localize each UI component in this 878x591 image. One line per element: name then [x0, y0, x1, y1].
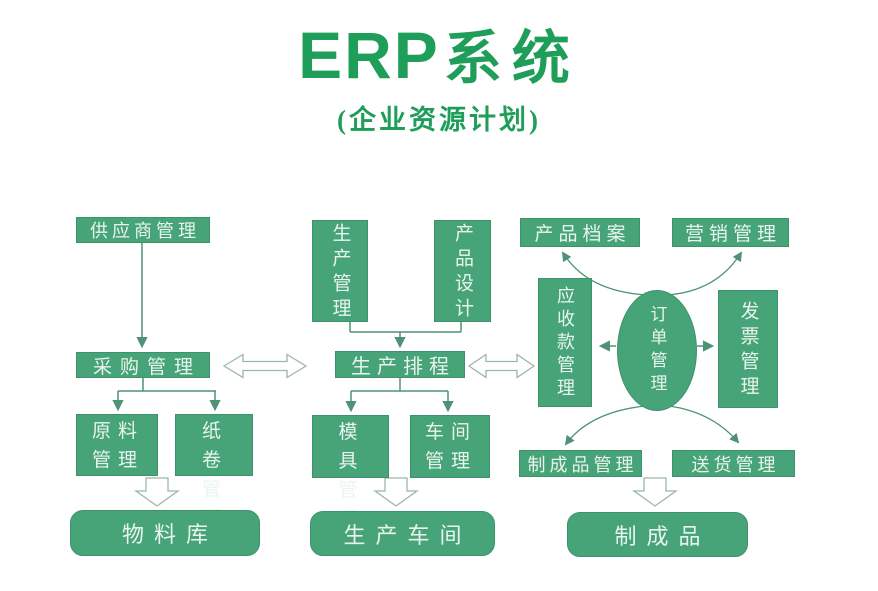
node-supplier-management: 供应商管理	[76, 217, 210, 243]
hollow-arrow-to-production-workshop	[372, 477, 420, 507]
connector-production-join	[349, 322, 462, 349]
node-production-scheduling: 生产排程	[335, 351, 465, 378]
node-finished-goods-management: 制成品管理	[519, 450, 642, 477]
node-workshop-management: 车间管理	[410, 415, 490, 478]
hollow-arrow-to-material-warehouse	[133, 477, 181, 507]
node-delivery-management: 送货管理	[672, 450, 795, 477]
curve-order-to-marketing	[665, 251, 743, 296]
curve-order-to-finished-goods-mgmt	[564, 405, 646, 446]
node-invoice-management: 发票管理	[718, 290, 778, 408]
node-receivables-management: 应收款管理	[538, 278, 592, 407]
node-production-management: 生产管理	[312, 220, 368, 323]
hollow-arrow-to-finished-goods	[631, 477, 679, 507]
node-product-archive: 产品档案	[520, 218, 640, 247]
node-purchasing-management: 采购管理	[76, 352, 210, 378]
node-product-design: 产品设计	[434, 220, 491, 323]
title-latin: ERP	[298, 18, 440, 92]
connector-scheduling-split	[345, 378, 454, 413]
curve-order-to-product-archive	[561, 251, 649, 296]
double-arrow-scheduling-receivables	[467, 353, 536, 379]
title-cjk: 系统	[443, 26, 580, 91]
node-mold-management: 模具管理	[312, 415, 389, 530]
node-order-management: 订单管理	[617, 290, 697, 411]
node-marketing-management: 营销管理	[672, 218, 789, 247]
node-finished-goods: 制成品	[567, 512, 748, 557]
curve-order-to-delivery	[668, 405, 740, 444]
node-raw-material-management: 原料管理	[76, 414, 158, 476]
node-paper-roll-management: 纸卷管理	[175, 414, 253, 529]
double-arrow-purchasing-scheduling	[222, 353, 308, 379]
node-material-warehouse: 物料库	[70, 510, 260, 556]
page-subtitle: (企业资源计划)	[337, 105, 541, 135]
connector-purchasing-split	[112, 378, 221, 412]
node-production-workshop: 生产车间	[310, 511, 495, 556]
